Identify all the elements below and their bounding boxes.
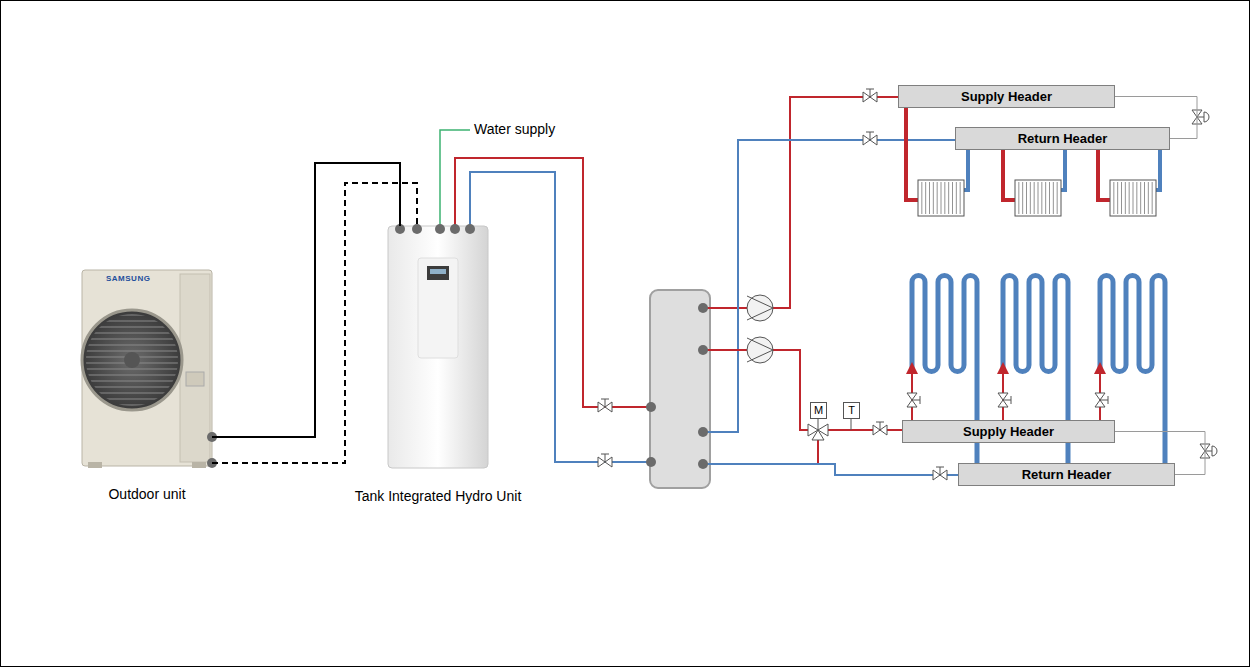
water-pipe: [455, 158, 650, 407]
gate-valve: [863, 89, 877, 102]
brand-logo: SAMSUNG: [106, 274, 150, 283]
fan-guard: [82, 310, 182, 410]
unit-label: Tank Integrated Hydro Unit: [355, 488, 522, 504]
flow-arrow: [1094, 362, 1106, 374]
service-label: [186, 372, 204, 386]
gate-valve: [863, 132, 877, 145]
motor-actuator: M: [810, 402, 827, 419]
pipe-port: [698, 459, 708, 469]
gate-valve: [1095, 393, 1108, 407]
circulation-pump: [747, 337, 773, 363]
outdoor-unit-side-panel: [180, 274, 210, 462]
temperature-sensor: T: [843, 402, 860, 419]
control-display: [427, 266, 449, 280]
water-pipe: [964, 149, 968, 190]
front-panel: [418, 258, 458, 358]
node-label: Return Header: [1022, 467, 1112, 482]
gate-valve: [873, 422, 887, 435]
pipe-port: [698, 303, 708, 313]
water-pipe: [703, 97, 898, 308]
gate-valve: [933, 467, 947, 480]
outdoor-unit-body: [82, 270, 212, 466]
refrigerant-line: [212, 163, 400, 437]
radiator: [918, 180, 964, 216]
pipe-port: [435, 224, 445, 234]
pipe-port: [412, 224, 422, 234]
pipe-port: [450, 224, 460, 234]
pipe-port: [698, 427, 708, 437]
water-pipe: [470, 172, 650, 462]
water-pipe: [1156, 149, 1160, 190]
gate-valve: [598, 399, 612, 412]
refrigerant-line: [212, 183, 417, 463]
outdoor-unit: SAMSUNGOutdoor unit: [82, 270, 212, 466]
gate-valve: [998, 393, 1011, 407]
water-pipe: [703, 464, 958, 475]
pipe-port: [646, 402, 656, 412]
bypass-valve: [1192, 110, 1209, 124]
outdoor-unit-illustration: [82, 270, 212, 468]
water-pipe: [851, 418, 852, 430]
display-screen: [430, 269, 446, 274]
node-label: Supply Header: [961, 89, 1052, 104]
water-pipe: [817, 440, 819, 464]
water-pipe: [906, 107, 918, 200]
node-label: T: [848, 405, 855, 416]
pipe-port: [698, 345, 708, 355]
pipe-port: [465, 224, 475, 234]
fan-grille: [86, 314, 178, 406]
pipe-port: [646, 457, 656, 467]
water-pipe: [1003, 149, 1015, 200]
supply-header: Supply Header: [902, 420, 1115, 443]
water-pipe: [440, 130, 470, 229]
node-label: Return Header: [1018, 131, 1108, 146]
unit-foot: [88, 462, 102, 468]
unit-label: Outdoor unit: [108, 486, 185, 502]
hydro-unit: Tank Integrated Hydro Unit: [388, 226, 488, 468]
water-pipe: [1061, 149, 1065, 190]
hydro-unit-body: [388, 226, 488, 468]
gate-valve: [598, 454, 612, 467]
water-pipe: [1098, 149, 1110, 200]
fan-hub: [124, 352, 140, 368]
circulation-pump: [747, 295, 773, 321]
hydro-unit-illustration: [388, 226, 488, 468]
supply-header: Supply Header: [898, 85, 1115, 108]
return-header: Return Header: [958, 463, 1175, 486]
three-way-mixing-valve: [808, 424, 828, 440]
buffer-tank: [650, 290, 710, 488]
radiator: [1110, 180, 1156, 216]
water-pipe: [703, 140, 955, 432]
flow-arrow: [906, 362, 918, 374]
return-header: Return Header: [955, 127, 1170, 150]
gate-valve: [907, 393, 920, 407]
bypass-valve: [1200, 444, 1217, 458]
unit-foot: [192, 462, 206, 468]
water-pipe: [828, 429, 902, 431]
pipe-label: Water supply: [474, 121, 555, 137]
node-label: Supply Header: [963, 424, 1054, 439]
node-label: M: [814, 405, 823, 416]
flow-arrow: [997, 362, 1009, 374]
radiator: [1015, 180, 1061, 216]
